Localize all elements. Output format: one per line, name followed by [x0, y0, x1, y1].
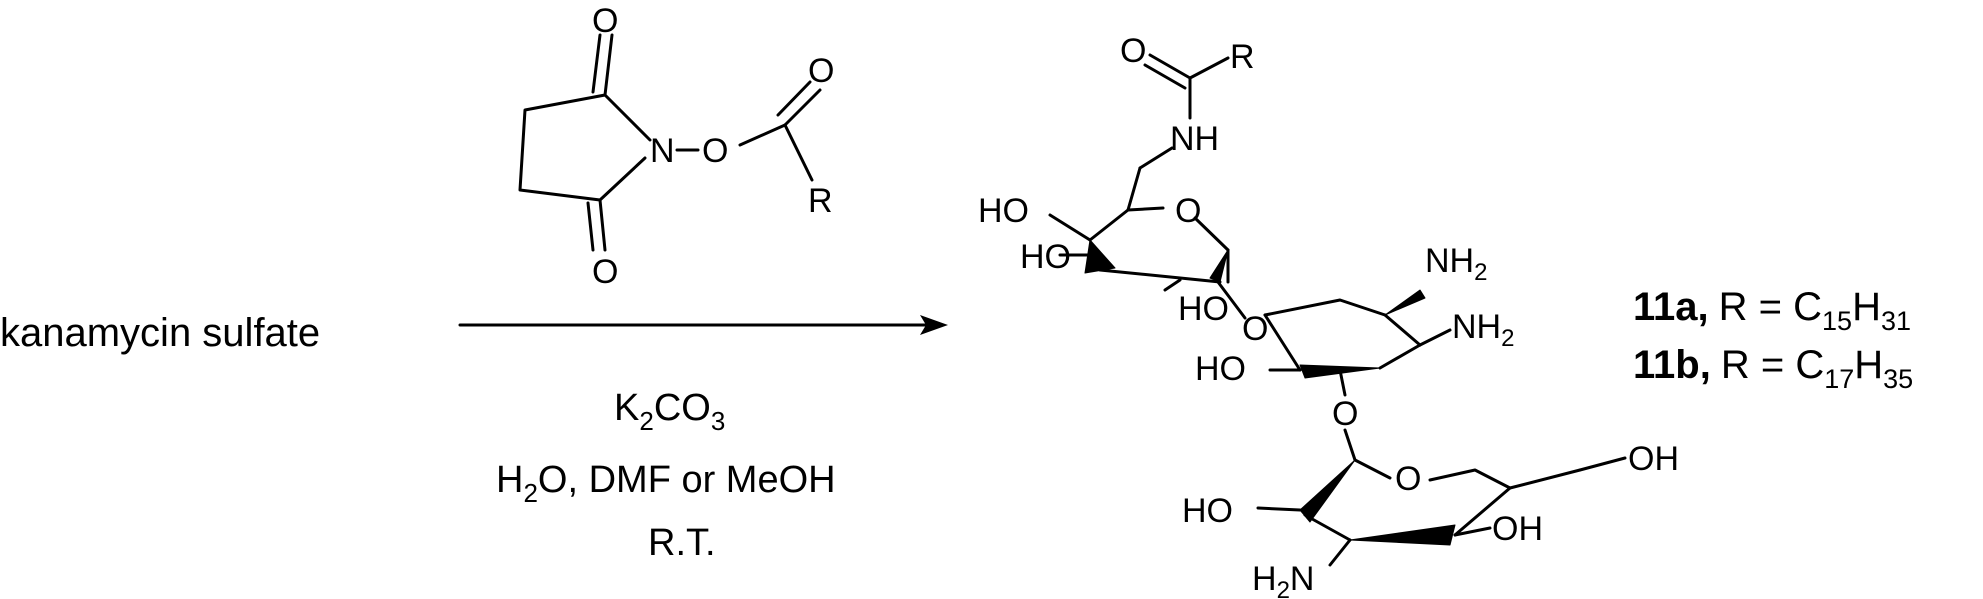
- product-label-11b: 11b,R = C17H35: [1633, 343, 1913, 394]
- product-ring-o-1: O: [1175, 192, 1201, 230]
- product-amide-nh: NH: [1170, 120, 1219, 158]
- product-link-o-1: O: [1242, 310, 1268, 348]
- product-ho-3: HO: [1178, 290, 1229, 328]
- product-label-11a: 11a,R = C15H31: [1633, 285, 1911, 336]
- product-ho-1: HO: [978, 192, 1029, 230]
- product-nh2-2: NH2: [1452, 308, 1514, 352]
- product-oh-1: OH: [1628, 440, 1679, 478]
- reagent-o-bottom: O: [592, 253, 618, 291]
- product-ho-4: HO: [1195, 350, 1246, 388]
- reagent-o-carbonyl: O: [808, 52, 834, 90]
- product-ring-o-2: O: [1395, 460, 1421, 498]
- product-link-o-2: O: [1332, 395, 1358, 433]
- condition-temperature: R.T.: [648, 522, 716, 564]
- product-amide-o: O: [1120, 32, 1146, 70]
- condition-solvent: H2O, DMF or MeOH: [496, 459, 836, 508]
- product-ho-2: HO: [1020, 238, 1071, 276]
- product-ho-5: HO: [1182, 492, 1233, 530]
- condition-base: K2CO3: [614, 387, 725, 436]
- product-oh-2: OH: [1492, 510, 1543, 548]
- product-nh2-1: NH2: [1425, 242, 1487, 286]
- reagent-nhs-ester: [518, 33, 822, 252]
- reaction-arrow: [458, 315, 948, 335]
- starting-material-label: kanamycin sulfate: [0, 311, 320, 355]
- reagent-o-top: O: [592, 2, 618, 40]
- reagent-n: N: [650, 132, 675, 170]
- product-amide-r: R: [1230, 38, 1255, 76]
- product-structure: [1048, 53, 1627, 567]
- reagent-o-ester: O: [702, 132, 728, 170]
- product-h2n: H2N: [1252, 560, 1314, 599]
- reagent-r: R: [808, 182, 833, 220]
